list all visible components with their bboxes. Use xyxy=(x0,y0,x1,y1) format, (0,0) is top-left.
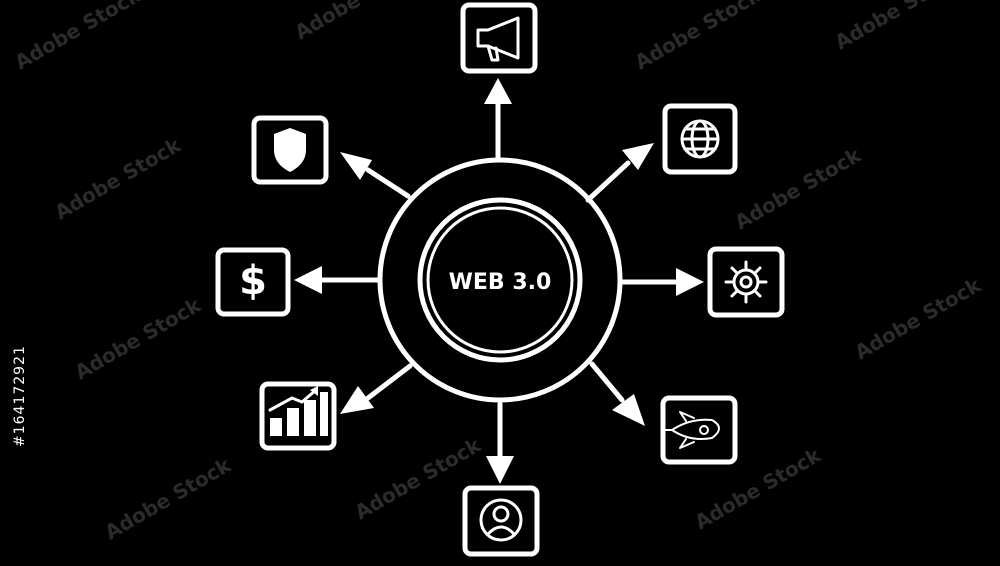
arrow-upright-shaft xyxy=(585,160,631,203)
shield-icon xyxy=(274,128,306,172)
arrow-upright-head xyxy=(622,143,654,170)
node-box-growth-chart xyxy=(259,381,337,451)
gear-icon xyxy=(724,260,768,304)
arrow-right-head xyxy=(676,268,704,296)
node-box-gear xyxy=(707,246,785,318)
inner-ring-inner xyxy=(426,206,574,354)
arrow-downright-shaft xyxy=(589,361,625,403)
globe-icon xyxy=(680,119,720,159)
arrow-downleft-head xyxy=(340,386,374,414)
dollar-icon: $ xyxy=(239,258,267,304)
arrow-upleft-head xyxy=(340,152,372,180)
arrow-downright-head xyxy=(612,394,645,426)
node-box-megaphone xyxy=(460,2,538,74)
node-box-shield xyxy=(251,115,329,185)
arrow-downleft-shaft xyxy=(365,363,413,401)
arrow-up-head xyxy=(484,78,512,104)
arrow-upleft-shaft xyxy=(365,167,411,199)
arrow-left-head xyxy=(294,266,322,294)
node-box-dollar xyxy=(215,247,291,317)
growth-chart-icon xyxy=(268,386,328,436)
stock-id: #164172921 xyxy=(12,345,28,447)
node-box-globe xyxy=(662,103,738,175)
user-icon xyxy=(479,498,523,542)
megaphone-icon xyxy=(476,16,520,62)
arrow-down-head xyxy=(486,456,514,484)
center-label: WEB 3.0 xyxy=(449,270,552,295)
inner-ring-outer xyxy=(417,197,583,363)
node-box-user xyxy=(462,485,540,557)
rocket-icon xyxy=(663,411,720,449)
